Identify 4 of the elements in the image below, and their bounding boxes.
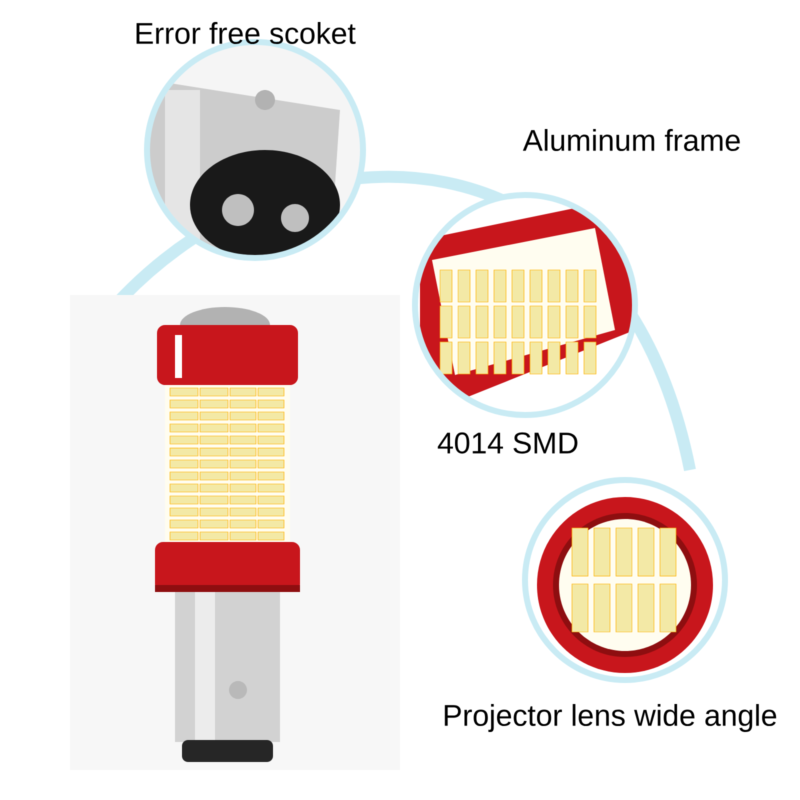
caption-text: Error free scoket (136, 22, 356, 44)
caption-text: Aluminum frame (522, 129, 740, 152)
caption-text: Projector lens wide angle (444, 704, 776, 732)
caption-text: 4014 SMD (438, 432, 578, 454)
